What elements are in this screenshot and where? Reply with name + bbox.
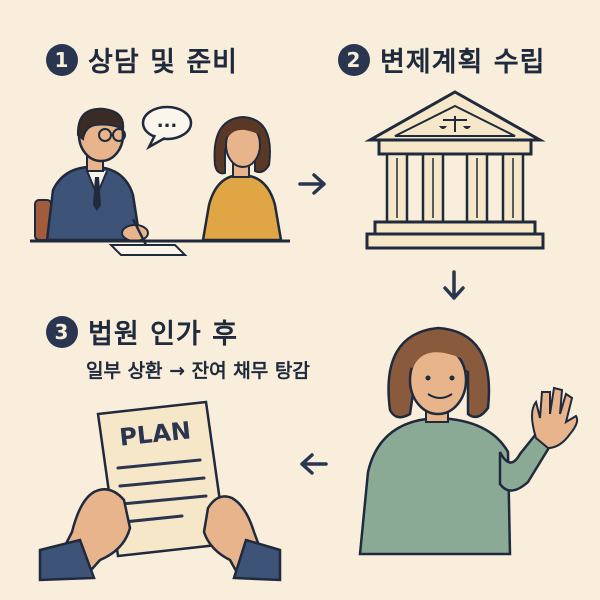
step-1-number-badge: 1 bbox=[46, 43, 78, 76]
step-3-title: 3 법원 인가 후 bbox=[46, 312, 238, 351]
courthouse-icon bbox=[364, 90, 546, 250]
speech-bubble-dots: ... bbox=[157, 111, 178, 132]
step-1-label: 상담 및 준비 bbox=[88, 47, 238, 78]
arrow-right-icon bbox=[298, 173, 326, 195]
step-3-number-badge: 3 bbox=[46, 315, 78, 348]
step-3-label: 법원 인가 후 bbox=[88, 319, 238, 350]
step-3-subtitle: 일부 상환 → 잔여 채무 탕감 bbox=[86, 360, 310, 382]
step-1-title: 1 상담 및 준비 bbox=[46, 40, 238, 79]
step-2-number-badge: 2 bbox=[338, 43, 370, 76]
consultation-scene: ... bbox=[30, 105, 290, 256]
arrow-left-icon bbox=[300, 453, 328, 475]
waving-woman bbox=[358, 326, 579, 556]
step-2-title: 2 변제계획 수립 bbox=[338, 40, 545, 79]
plan-document-hands: PLAN bbox=[38, 400, 282, 582]
arrow-down-icon bbox=[443, 270, 465, 300]
step-2-label: 변제계획 수립 bbox=[380, 47, 546, 78]
